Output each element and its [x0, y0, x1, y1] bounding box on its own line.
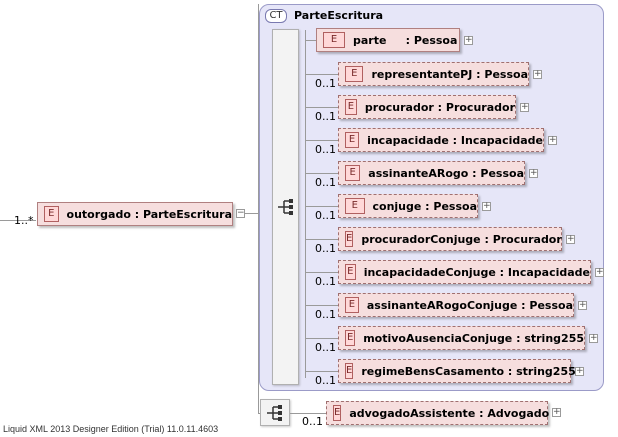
element-badge: E	[345, 66, 364, 82]
element-badge: E	[323, 32, 345, 48]
cardinality-label: 0..1	[315, 176, 336, 189]
element-badge: E	[333, 405, 342, 421]
element-label: incapacidadeConjuge : Incapacidade	[363, 265, 590, 279]
expand-icon[interactable]: +	[533, 69, 542, 79]
expand-icon[interactable]: +	[464, 35, 473, 45]
connector-line	[305, 74, 338, 75]
root-element-outorgado[interactable]: E outorgado : ParteEscritura	[37, 202, 233, 226]
connector-line	[305, 107, 338, 108]
cardinality-label: 0..1	[315, 308, 336, 321]
expand-icon[interactable]: +	[566, 234, 575, 244]
expand-icon[interactable]: +	[595, 267, 604, 277]
sequence-icon	[267, 405, 282, 421]
cardinality-label: 0..1	[315, 341, 336, 354]
element-label: conjuge : Pessoa	[372, 199, 478, 213]
element-badge: E	[345, 330, 356, 346]
cardinality-label: 0..1	[315, 209, 336, 222]
expand-icon[interactable]: +	[520, 102, 529, 112]
collapse-toggle[interactable]: −	[236, 208, 245, 218]
connector-line	[305, 40, 316, 41]
expand-icon[interactable]: +	[589, 333, 598, 343]
cardinality-label: 0..1	[315, 374, 336, 387]
connector-line	[305, 206, 338, 207]
element-badge: E	[345, 99, 357, 115]
sequence-icon	[278, 199, 293, 215]
connector-line	[305, 239, 338, 240]
element-advogadoAssistente[interactable]: E advogadoAssistente : Advogado	[326, 401, 550, 425]
connector-line	[305, 173, 338, 174]
cardinality-label: 0..1	[315, 242, 336, 255]
connector-line	[245, 213, 258, 214]
connector-line	[305, 305, 338, 306]
expand-icon[interactable]: +	[529, 168, 538, 178]
connector-line	[305, 272, 338, 273]
element-label: procuradorConjuge : Procurador	[361, 232, 562, 246]
complex-type-badge: CT	[265, 9, 287, 23]
cardinality-label: 0..1	[315, 110, 336, 123]
element-label: parte : Pessoa	[353, 33, 458, 47]
connector-line	[0, 220, 36, 221]
element-label: procurador : Procurador	[364, 100, 515, 114]
cardinality-label: 1..*	[14, 214, 34, 227]
element-badge: E	[345, 297, 359, 313]
connector-line	[258, 4, 259, 414]
element-label: motivoAusenciaConjuge : string255	[363, 331, 584, 345]
connector-line	[305, 30, 306, 378]
cardinality-label: 0..1	[315, 77, 336, 90]
element-badge: E	[345, 198, 365, 214]
expand-icon[interactable]: +	[482, 201, 491, 211]
element-badge: E	[345, 363, 354, 379]
element-label: regimeBensCasamento : string255	[361, 364, 576, 378]
element-badge: E	[345, 132, 360, 148]
element-badge: E	[345, 231, 354, 247]
complex-type-name: ParteEscritura	[294, 9, 384, 22]
element-label: advogadoAssistente : Advogado	[349, 406, 550, 420]
footer-text: Liquid XML 2013 Designer Edition (Trial)…	[3, 424, 219, 434]
connector-line	[290, 413, 326, 414]
element-badge: E	[345, 165, 361, 181]
expand-icon[interactable]: +	[575, 366, 584, 376]
connector-line	[305, 140, 338, 141]
element-badge: E	[345, 264, 356, 280]
element-label: representantePJ : Pessoa	[371, 67, 528, 81]
connector-line	[305, 371, 338, 372]
cardinality-label: 0..1	[315, 275, 336, 288]
element-label: incapacidade : Incapacidade	[367, 133, 543, 147]
element-badge: E	[44, 206, 59, 222]
cardinality-label: 0..1	[315, 143, 336, 156]
expand-icon[interactable]: +	[578, 300, 587, 310]
element-label: outorgado : ParteEscritura	[66, 207, 232, 221]
cardinality-label: 0..1	[302, 415, 323, 428]
expand-icon[interactable]: +	[548, 135, 557, 145]
element-label: assinanteARogoConjuge : Pessoa	[366, 298, 573, 312]
connector-line	[258, 413, 260, 414]
element-label: assinanteARogo : Pessoa	[368, 166, 524, 180]
connector-line	[305, 338, 338, 339]
expand-icon[interactable]: +	[552, 407, 561, 417]
